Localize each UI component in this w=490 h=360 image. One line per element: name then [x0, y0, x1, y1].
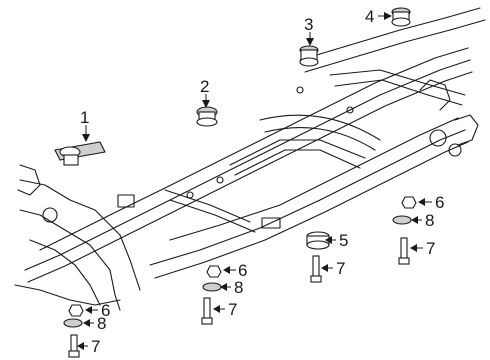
front-section [19, 179, 141, 291]
callout-7a: 7 [426, 239, 435, 258]
callout-5: 5 [339, 231, 348, 250]
hole-2 [346, 106, 354, 114]
upper-rail-2 [304, 19, 486, 73]
callout-6b: 6 [238, 261, 247, 280]
callout-2: 2 [200, 77, 209, 96]
arrowhead-8a [411, 216, 418, 224]
body-mount-4 [391, 7, 411, 27]
arrowhead-1 [82, 134, 90, 142]
body-mount-1 [54, 141, 106, 166]
callout-7c: 7 [228, 300, 237, 319]
crossmember-1b [169, 199, 256, 233]
bracket-a [261, 217, 281, 229]
bolt-7a [398, 237, 410, 265]
nut-6b [206, 265, 222, 278]
callout-7d: 7 [91, 337, 100, 356]
bolt-7c [201, 297, 213, 325]
arrowhead-8b [220, 283, 227, 291]
hole-1 [296, 86, 304, 94]
left-rail-outer [24, 59, 471, 271]
washer-8b [202, 282, 222, 292]
callout-3: 3 [304, 15, 313, 34]
callout-6a: 6 [435, 193, 444, 212]
arrowhead-8c [83, 319, 90, 327]
rear-bracket [454, 114, 479, 146]
hole-3 [216, 176, 224, 184]
body-mount-3 [299, 45, 319, 67]
nut-6c [68, 304, 84, 317]
arrowhead-5 [325, 236, 332, 244]
crossmember-3 [329, 69, 466, 96]
callout-6c: 6 [101, 301, 110, 320]
bolt-7b [310, 255, 322, 283]
bushing-rear-2 [448, 143, 462, 157]
front-section-3 [29, 239, 101, 306]
callout-8b: 8 [234, 278, 243, 297]
crossmember-3b [334, 79, 463, 106]
front-lower [14, 284, 121, 306]
front-knuckle [17, 164, 41, 196]
mid-arch [259, 114, 381, 141]
arrowhead-3 [306, 38, 314, 46]
arrowhead-7c [213, 305, 220, 313]
leaders [77, 12, 432, 350]
hole-4 [186, 191, 194, 199]
crossmember-1 [164, 189, 251, 223]
callout-7b: 7 [336, 259, 345, 278]
mid-arch-2 [264, 127, 376, 151]
rear-spring-hanger [419, 79, 451, 111]
callout-4: 4 [365, 7, 374, 26]
arrowhead-6a [418, 198, 425, 206]
bushing-rear [429, 129, 447, 147]
bushing-front [42, 207, 58, 223]
arrowhead-6b [223, 266, 230, 274]
arrowhead-2 [202, 100, 210, 108]
bracket-b [117, 194, 135, 208]
arrowhead-6c [85, 306, 92, 314]
front-section-2 [19, 209, 121, 311]
nut-6a [401, 196, 417, 209]
callouts: 1 2 3 4 5 6 6 6 7 7 7 7 8 8 8 [80, 7, 444, 356]
crossmember-2b [234, 149, 361, 176]
right-rail-outer [149, 129, 466, 266]
right-rail-top [169, 117, 459, 241]
callout-1: 1 [80, 108, 89, 127]
upper-rail [299, 7, 481, 61]
callout-8c: 8 [97, 314, 106, 333]
arrowhead-7b [321, 264, 328, 272]
arrowhead-7d [77, 342, 84, 350]
washer-8a [392, 215, 412, 225]
bolt-7d [68, 334, 80, 358]
right-rail-inner [154, 141, 469, 279]
callout-8a: 8 [425, 211, 434, 230]
crossmember-2 [229, 139, 366, 166]
arrowhead-7a [410, 244, 417, 252]
vehicle-frame [14, 7, 486, 311]
spacer-5 [306, 231, 330, 250]
washer-8c [63, 318, 83, 328]
arrowhead-4 [384, 12, 392, 20]
body-mount-2 [196, 106, 218, 127]
